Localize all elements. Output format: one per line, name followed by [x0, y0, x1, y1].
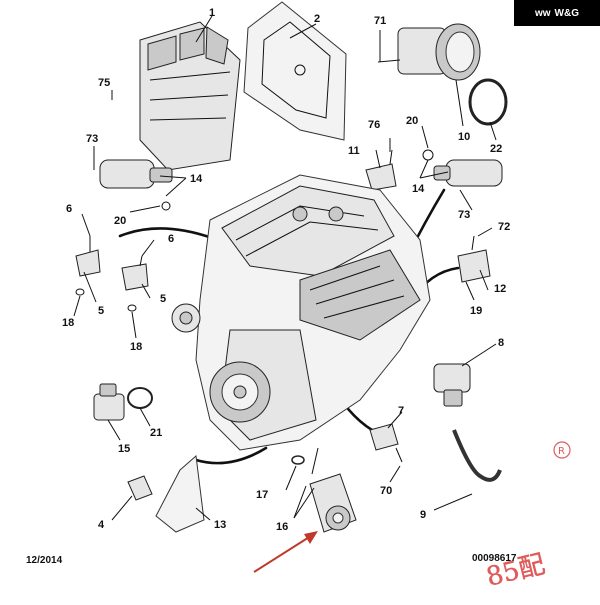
callout-16: 16: [276, 521, 288, 533]
callout-18-center: 18: [130, 341, 142, 353]
callout-22: 22: [490, 143, 502, 155]
registered-mark-letter: R: [558, 446, 565, 457]
callout-70: 70: [380, 485, 392, 497]
diagram-date: 12/2014: [26, 555, 63, 566]
callout-14-right: 14: [412, 183, 425, 195]
callout-76: 76: [368, 119, 380, 131]
callout-1: 1: [209, 7, 215, 19]
callout-19: 19: [470, 305, 482, 317]
callout-7: 7: [398, 405, 404, 417]
callout-14-left: 14: [190, 173, 203, 185]
callout-labels: 1 2 71 75 10 22 76 20 73 14 11 14 20 6 6…: [62, 7, 510, 533]
callout-20-left: 20: [114, 215, 126, 227]
diagram-reference-number: 00098617: [472, 553, 517, 564]
ecu-bracket: [243, 1, 347, 141]
callout-75: 75: [98, 77, 110, 89]
starter-solenoid: [309, 447, 357, 533]
callout-6-left: 6: [66, 203, 72, 215]
sensor-clip: [127, 475, 153, 501]
stamp-text: 85配: [483, 549, 548, 592]
callout-13: 13: [214, 519, 226, 531]
callout-10: 10: [458, 131, 470, 143]
callout-2: 2: [314, 13, 320, 25]
callout-15: 15: [118, 443, 130, 455]
registered-mark-icon: [553, 441, 571, 459]
highlight-arrow: [253, 531, 318, 573]
callout-5-center: 5: [160, 293, 166, 305]
camshaft-sensor-lower: [121, 255, 149, 312]
callout-73-right: 73: [458, 209, 470, 221]
callout-8: 8: [498, 337, 504, 349]
leader-lines: [73, 15, 497, 521]
heat-shield-bracket: [155, 455, 205, 533]
callout-12: 12: [494, 283, 506, 295]
callout-71: 71: [374, 15, 386, 27]
brand-logo-icon: ᴡᴡ: [534, 7, 551, 19]
callout-73-left: 73: [86, 133, 98, 145]
air-flow-sensor: [377, 23, 481, 81]
harness-wire-left: [118, 227, 214, 240]
callout-9: 9: [420, 509, 426, 521]
callout-17: 17: [256, 489, 268, 501]
callout-11: 11: [348, 145, 360, 157]
callout-72: 72: [498, 221, 510, 233]
callout-5-left: 5: [98, 305, 104, 317]
crankshaft-sensor: [369, 423, 403, 463]
harness-wire-lower-left: [194, 446, 268, 465]
callout-21: 21: [150, 427, 162, 439]
engine-block: [171, 174, 431, 451]
knock-sensor: [457, 235, 491, 283]
solenoid-valve-right: [422, 149, 503, 187]
callout-6-center: 6: [168, 233, 174, 245]
egr-valve-seal: [127, 387, 153, 409]
callout-20-right: 20: [406, 115, 418, 127]
egr-valve: [93, 383, 125, 421]
brand-watermark: ᴡᴡ W&G: [514, 0, 600, 26]
air-flow-seal: [468, 78, 508, 126]
solenoid-valve-left: [99, 159, 173, 211]
brand-text: W&G: [554, 7, 579, 19]
exhaust-pressure-sensor: [433, 363, 471, 407]
store-stamp: 85配 R: [483, 441, 571, 593]
camshaft-sensor-upper: [75, 236, 101, 296]
starter-seal-ring: [291, 455, 305, 465]
manifold-pressure-sensor: [365, 149, 397, 191]
engine-control-unit: [139, 21, 241, 171]
callout-4: 4: [98, 519, 105, 531]
sensor-pipe: [452, 429, 502, 482]
callout-18-left: 18: [62, 317, 74, 329]
